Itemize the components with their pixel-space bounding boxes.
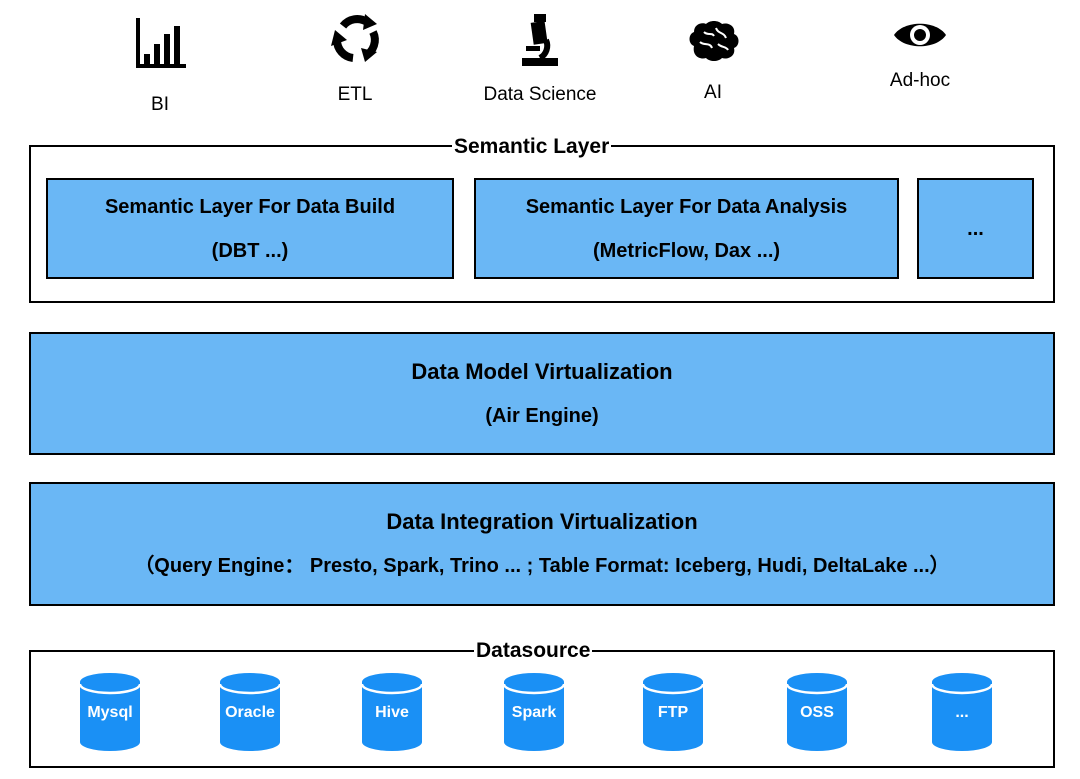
eye-icon bbox=[894, 23, 946, 47]
box-title: ... bbox=[967, 217, 984, 240]
consumer-ai: AI bbox=[678, 18, 748, 104]
data-model-virtualization-box: Data Model Virtualization (Air Engine) bbox=[29, 332, 1055, 455]
bar-chart-icon bbox=[136, 18, 186, 68]
box-title: Data Integration Virtualization bbox=[386, 509, 698, 534]
box-subtitle: (MetricFlow, Dax ...) bbox=[592, 239, 781, 262]
brain-icon bbox=[689, 21, 739, 61]
datasource-label: Hive bbox=[375, 704, 409, 721]
semantic-layer-more-box: ... bbox=[917, 178, 1034, 279]
consumer-label: Ad-hoc bbox=[889, 70, 951, 91]
datasource-cylinder: FTP bbox=[641, 672, 705, 752]
semantic-layer-data-analysis-box: Semantic Layer For Data Analysis (Metric… bbox=[474, 178, 899, 279]
microscope-icon bbox=[522, 14, 558, 66]
consumer-label: ETL bbox=[337, 84, 373, 105]
datasource-label: ... bbox=[955, 704, 969, 721]
datasource-cylinder: OSS bbox=[785, 672, 849, 752]
database-icon bbox=[218, 673, 282, 751]
database-icon bbox=[641, 673, 705, 751]
consumer-ad-hoc: Ad-hoc bbox=[875, 18, 965, 92]
consumer-label: AI bbox=[704, 82, 722, 103]
box-subtitle: (DBT ...) bbox=[211, 239, 289, 262]
box-title: Semantic Layer For Data Build bbox=[104, 195, 396, 218]
recycle-arrows-icon bbox=[331, 14, 379, 62]
datasource-label: Spark bbox=[511, 704, 557, 721]
datasource-cylinder: Hive bbox=[360, 672, 424, 752]
consumer-bi: BI bbox=[125, 14, 195, 116]
box-title: Semantic Layer For Data Analysis bbox=[525, 195, 848, 218]
database-icon bbox=[360, 673, 424, 751]
datasource-cylinder: ... bbox=[930, 672, 994, 752]
semantic-layer-data-build-box: Semantic Layer For Data Build (DBT ...) bbox=[46, 178, 454, 279]
database-icon bbox=[785, 673, 849, 751]
database-icon bbox=[930, 673, 994, 751]
consumer-label: BI bbox=[151, 94, 169, 115]
box-title: Data Model Virtualization bbox=[411, 358, 673, 384]
consumer-data-science: Data Science bbox=[470, 12, 610, 106]
consumer-etl: ETL bbox=[318, 12, 392, 106]
datasource-label: Mysql bbox=[87, 704, 133, 721]
data-integration-virtualization-box: Data Integration Virtualization （Query E… bbox=[29, 482, 1055, 606]
semantic-layer-title: Semantic Layer bbox=[452, 135, 612, 159]
datasource-label: OSS bbox=[800, 704, 834, 721]
datasource-cylinder: Mysql bbox=[78, 672, 142, 752]
datasource-label: FTP bbox=[657, 704, 689, 721]
datasource-label: Oracle bbox=[225, 704, 275, 721]
datasource-cylinder: Oracle bbox=[218, 672, 282, 752]
box-subtitle: （Query Engine： Presto, Spark, Trino ... … bbox=[134, 555, 950, 577]
consumer-label: Data Science bbox=[483, 84, 597, 105]
datasource-title: Datasource bbox=[474, 639, 593, 663]
datasource-cylinder: Spark bbox=[502, 672, 566, 752]
database-icon bbox=[78, 673, 142, 751]
box-subtitle: (Air Engine) bbox=[485, 404, 599, 427]
database-icon bbox=[502, 673, 566, 751]
